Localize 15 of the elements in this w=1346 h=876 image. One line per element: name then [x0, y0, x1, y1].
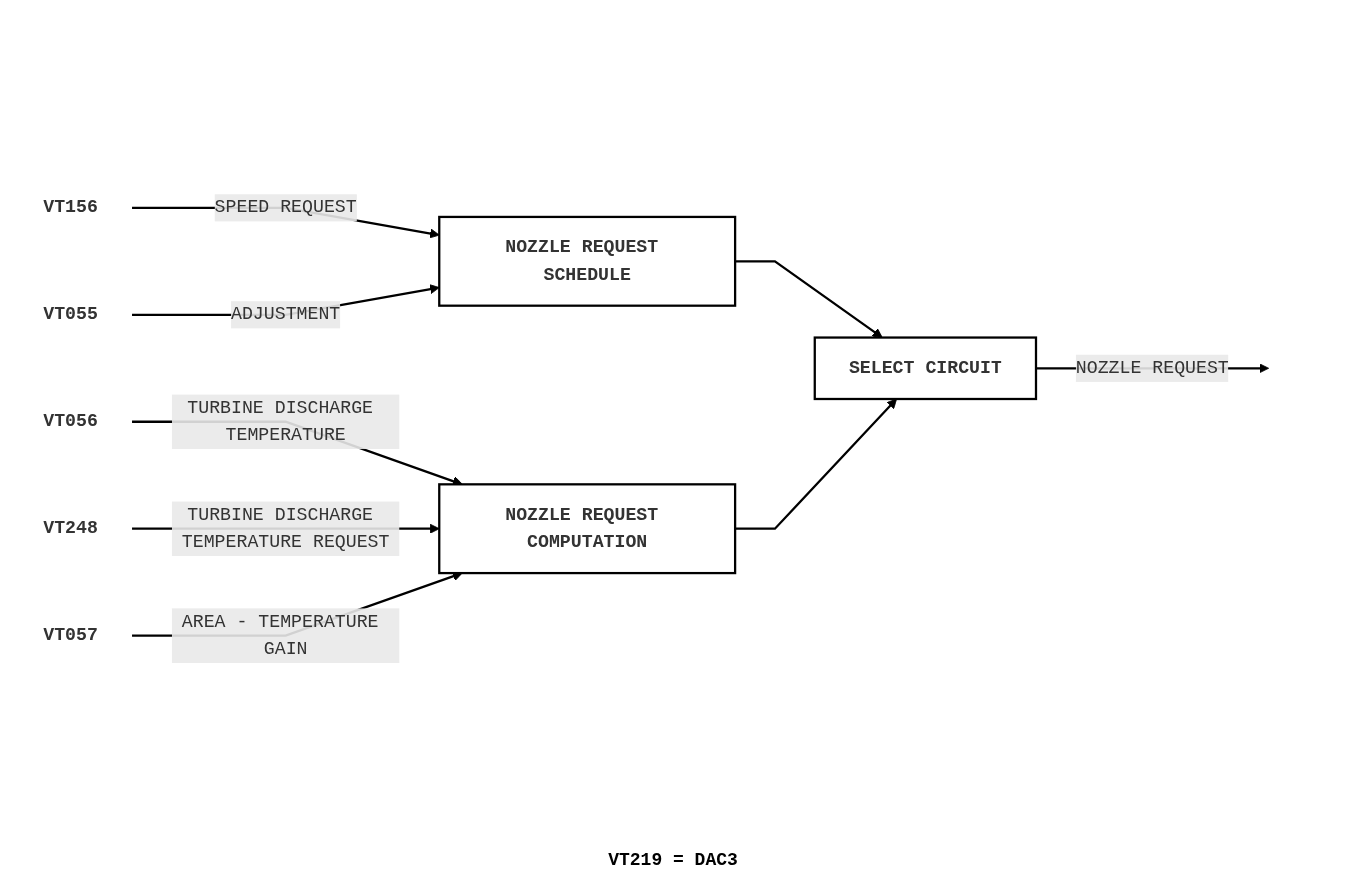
- edge-label: TURBINE DISCHARGE TEMPERATURE REQUEST: [181, 505, 390, 553]
- edge-label: ADJUSTMENT: [231, 304, 341, 326]
- signal-label: VT219 = DAC3: [608, 850, 738, 870]
- node-text: VT248: [43, 518, 98, 540]
- edge-label: NOZZLE REQUEST: [1075, 358, 1229, 379]
- node-text: VT055: [43, 304, 98, 326]
- node-box: NOZZLE REQUEST SCHEDULE: [438, 216, 737, 308]
- edge-label: SPEED REQUEST: [214, 197, 357, 219]
- edge-label: AREA - TEMPERATURE GAIN: [181, 612, 379, 660]
- node-text: VT056: [43, 411, 98, 433]
- node-box: NOZZLE REQUEST COMPUTATION: [438, 483, 737, 575]
- edge-label: TURBINE DISCHARGE TEMPERATURE: [187, 398, 374, 446]
- node-box: SELECT CIRCUIT: [813, 336, 1038, 401]
- node-text: VT156: [43, 197, 98, 219]
- node-text: VT057: [43, 625, 98, 647]
